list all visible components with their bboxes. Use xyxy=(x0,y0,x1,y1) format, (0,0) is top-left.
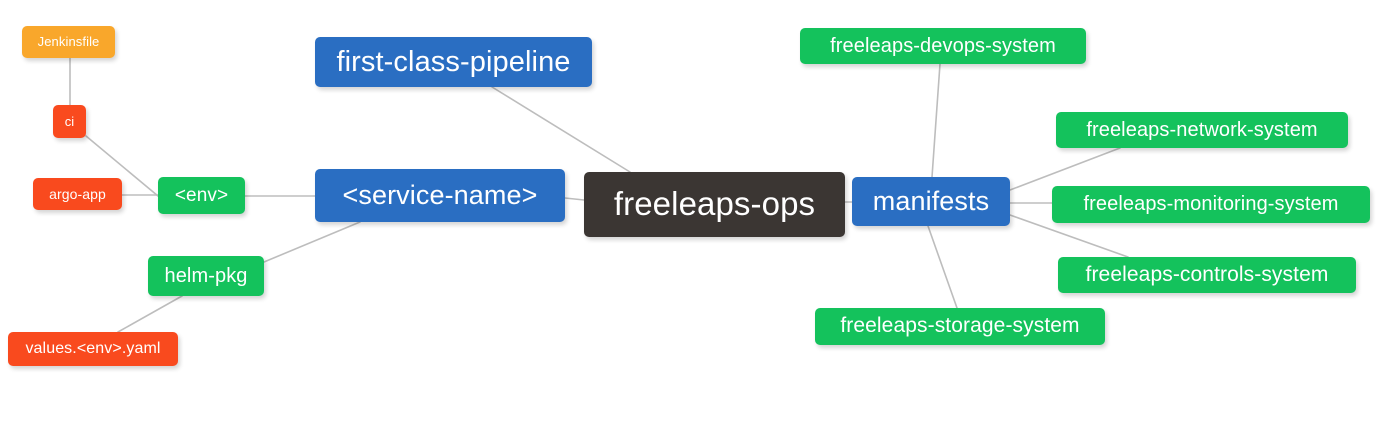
node-label-freeleaps-ops: freeleaps-ops xyxy=(613,185,816,223)
node-label-env: <env> xyxy=(174,184,229,206)
node-label-helm-pkg: helm-pkg xyxy=(164,264,248,287)
node-freeleaps-controls-system[interactable]: freeleaps-controls-system xyxy=(1058,257,1356,293)
node-jenkinsfile[interactable]: Jenkinsfile xyxy=(22,26,115,58)
node-label-ci: ci xyxy=(64,113,75,129)
node-label-manifests: manifests xyxy=(872,186,990,217)
node-label-freeleaps-controls-system: freeleaps-controls-system xyxy=(1085,262,1329,286)
node-argo-app[interactable]: argo-app xyxy=(33,178,122,210)
node-label-values-env-yaml: values.<env>.yaml xyxy=(25,339,161,357)
node-freeleaps-monitoring-system[interactable]: freeleaps-monitoring-system xyxy=(1052,186,1370,223)
node-label-freeleaps-storage-system: freeleaps-storage-system xyxy=(840,314,1080,338)
node-label-first-class-pipeline: first-class-pipeline xyxy=(336,45,571,78)
node-service-name[interactable]: <service-name> xyxy=(315,169,565,222)
node-ci[interactable]: ci xyxy=(53,105,86,138)
node-helm-pkg[interactable]: helm-pkg xyxy=(148,256,264,296)
node-label-argo-app: argo-app xyxy=(49,185,106,202)
node-label-service-name: <service-name> xyxy=(342,180,538,211)
node-manifests[interactable]: manifests xyxy=(852,177,1010,226)
node-label-freeleaps-monitoring-system: freeleaps-monitoring-system xyxy=(1083,193,1339,215)
node-label-freeleaps-network-system: freeleaps-network-system xyxy=(1086,118,1318,141)
node-freeleaps-ops[interactable]: freeleaps-ops xyxy=(584,172,845,237)
node-values-env-yaml[interactable]: values.<env>.yaml xyxy=(8,332,178,366)
node-first-class-pipeline[interactable]: first-class-pipeline xyxy=(315,37,592,87)
node-freeleaps-storage-system[interactable]: freeleaps-storage-system xyxy=(815,308,1105,345)
node-label-freeleaps-devops-system: freeleaps-devops-system xyxy=(830,34,1056,57)
node-label-jenkinsfile: Jenkinsfile xyxy=(37,34,100,50)
node-env[interactable]: <env> xyxy=(158,177,245,214)
node-freeleaps-network-system[interactable]: freeleaps-network-system xyxy=(1056,112,1348,148)
node-freeleaps-devops-system[interactable]: freeleaps-devops-system xyxy=(800,28,1086,64)
